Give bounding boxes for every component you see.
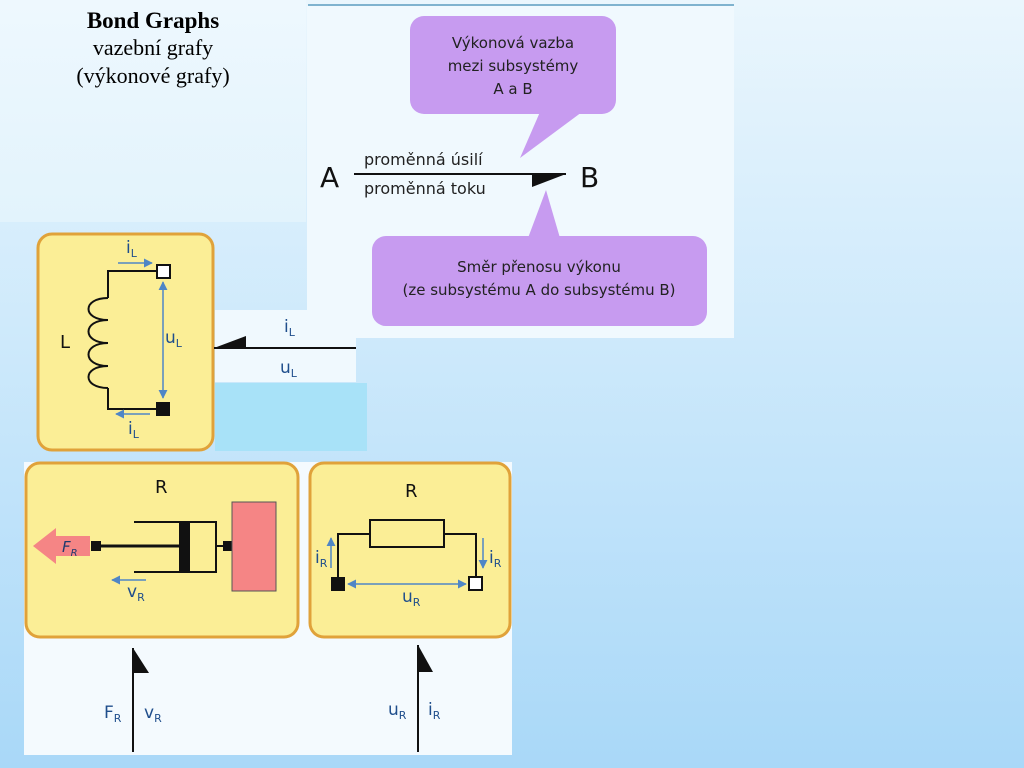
inductor-bond-bottom-label: uL — [280, 358, 298, 380]
half-arrow-head — [532, 174, 566, 187]
damper-bond: FR vR — [104, 648, 162, 752]
resistor-bond-right-label: iR — [428, 700, 441, 722]
resistor-terminal-open — [468, 576, 483, 591]
page-subtitle-alt: (výkonové grafy) — [76, 63, 230, 88]
resistor-voltage-label: uR — [402, 587, 421, 609]
terminal-filled — [156, 402, 170, 416]
damper-velocity-label: vR — [127, 582, 145, 604]
resistor-panel: R iR iR uR — [308, 461, 512, 639]
callout-power-bond: Výkonová vazba mezi subsystémy A a B — [410, 16, 616, 158]
node-b: B — [580, 161, 599, 194]
callout-bottom-line-2: (ze subsystému A do subsystému B) — [402, 281, 675, 299]
resistor-bond-left-label: uR — [388, 700, 407, 722]
title-block: Bond Graphs vazební grafy (výkonové graf… — [0, 0, 306, 222]
force-arrow — [33, 528, 90, 564]
inductor-bond-top-label: iL — [284, 317, 296, 339]
resistor-component-label: R — [405, 481, 418, 502]
resistor-bond: uR iR — [388, 645, 441, 752]
callout-bottom-line-1: Směr přenosu výkonu — [457, 258, 621, 276]
callout-power-direction: Směr přenosu výkonu (ze subsystému A do … — [372, 190, 707, 326]
page-subtitle: vazební grafy — [92, 35, 214, 60]
resistor-terminal-filled — [331, 577, 345, 591]
divider-line — [308, 4, 734, 6]
damper-panel: R FR vR — [24, 461, 300, 639]
inductor-current-top: iL — [126, 238, 138, 260]
resistor-current-left: iR — [315, 548, 328, 570]
callout-top-line-2: mezi subsystémy — [448, 57, 579, 75]
inductor-component-label: L — [60, 332, 70, 353]
inductor-voltage-label: uL — [165, 328, 183, 350]
damper-mass — [231, 501, 277, 592]
damper-bond-left-label: FR — [104, 703, 122, 725]
inductor-coil — [87, 297, 109, 389]
inductor-bond: iL uL — [214, 317, 356, 380]
flow-label: proměnná toku — [364, 179, 486, 198]
inductor-current-bottom: iL — [128, 419, 140, 441]
resistor-current-right: iR — [489, 548, 502, 570]
bond-a-b: A B proměnná úsilí proměnná toku — [320, 150, 599, 198]
node-a: A — [320, 161, 339, 194]
callout-top-line-1: Výkonová vazba — [452, 34, 574, 52]
damper-force-label: FR — [62, 538, 78, 559]
effort-label: proměnná úsilí — [364, 150, 483, 169]
callout-top-line-3: A a B — [493, 80, 532, 98]
damper-bond-right-label: vR — [144, 703, 162, 725]
inductor-panel: L iL iL uL — [36, 232, 215, 452]
cyan-patch — [215, 383, 367, 451]
damper-component-label: R — [155, 477, 168, 498]
page-title: Bond Graphs — [86, 8, 220, 33]
terminal-open — [156, 264, 171, 279]
